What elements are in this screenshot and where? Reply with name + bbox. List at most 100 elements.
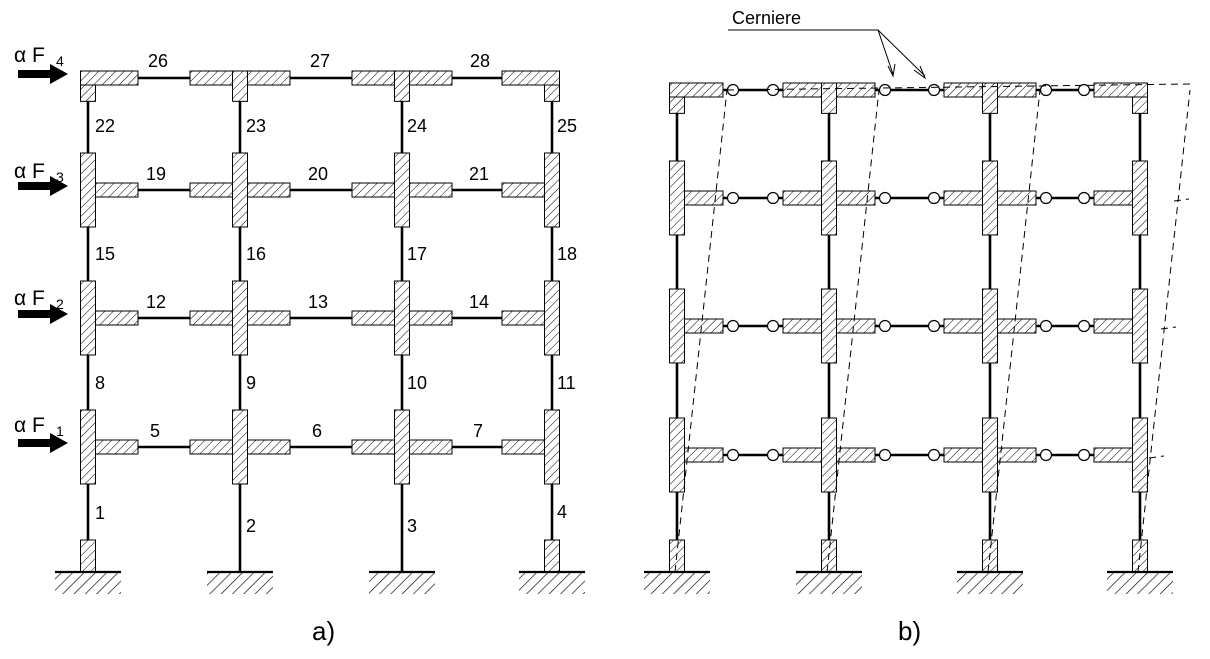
hinge-icon xyxy=(878,191,892,205)
force-4-subscript: 4 xyxy=(56,53,64,69)
plastic-zone xyxy=(1093,82,1148,98)
hinge-icon xyxy=(878,319,892,333)
hinge-icon xyxy=(726,448,740,462)
arrow-shaft xyxy=(18,70,53,78)
plastic-zone xyxy=(394,409,410,485)
arrow-head-icon xyxy=(50,176,68,196)
plastic-zone xyxy=(669,288,685,364)
ground-hatch xyxy=(519,572,585,594)
hinge-icon xyxy=(1039,83,1053,97)
beam-label: 28 xyxy=(470,51,490,71)
plastic-zone xyxy=(821,288,837,364)
beam-label: 19 xyxy=(146,164,166,184)
deformed-column xyxy=(826,89,880,573)
arrow-icon xyxy=(913,65,927,80)
arrow-head-icon xyxy=(50,304,68,324)
base-zone xyxy=(80,539,96,573)
force-2-subscript: 2 xyxy=(56,296,64,312)
ground-hatch xyxy=(957,572,1023,594)
beam-label: 21 xyxy=(469,164,489,184)
force-arrows: α F 4 α F 3 α F 2 α F 1 xyxy=(14,44,68,453)
hinge-icon xyxy=(1077,319,1091,333)
deformed-beam xyxy=(726,83,1191,91)
hinge-icon xyxy=(878,83,892,97)
frame-b xyxy=(644,82,1191,594)
beam-label: 14 xyxy=(469,292,489,312)
column-label: 24 xyxy=(407,116,427,136)
hinge-icon xyxy=(1039,448,1053,462)
plastic-zone xyxy=(232,152,248,228)
hinge-icon xyxy=(1039,319,1053,333)
force-1-subscript: 1 xyxy=(56,423,64,439)
ground-hatch xyxy=(55,572,121,594)
plastic-zone xyxy=(232,409,248,485)
column-label: 4 xyxy=(557,502,567,522)
beam-label: 12 xyxy=(146,292,166,312)
member-labels: 1 2 3 4 8 9 10 11 15 16 17 18 22 23 24 2… xyxy=(95,51,577,536)
plastic-zone xyxy=(821,82,837,114)
frame-a xyxy=(55,70,585,594)
leader-line xyxy=(728,29,894,75)
force-3-symbol: α F xyxy=(14,160,45,183)
deformed-marker xyxy=(1148,455,1165,459)
force-1: α F 1 xyxy=(14,414,64,439)
plastic-zone xyxy=(80,280,96,356)
plastic-zone xyxy=(80,70,139,86)
arrow-head-icon xyxy=(50,64,68,84)
hinge-icon xyxy=(927,191,941,205)
beam-label: 7 xyxy=(473,421,483,441)
column-label: 9 xyxy=(246,373,256,393)
column-label: 3 xyxy=(407,516,417,536)
hinge-icon xyxy=(766,448,780,462)
hinge-callout: Cerniere xyxy=(728,8,927,80)
plastic-zone xyxy=(80,152,96,228)
beam-label: 26 xyxy=(148,51,168,71)
column-label: 15 xyxy=(95,244,115,264)
hinge-icon xyxy=(1039,191,1053,205)
hinge-icon xyxy=(1077,191,1091,205)
column-label: 25 xyxy=(557,116,577,136)
hinge-icon xyxy=(927,83,941,97)
hinge-icon xyxy=(726,319,740,333)
deformed-column xyxy=(987,89,1041,573)
deformed-column xyxy=(674,89,728,573)
beam-label: 13 xyxy=(308,292,328,312)
base-zone xyxy=(544,539,560,573)
force-4: α F 4 xyxy=(14,44,64,69)
plastic-zone xyxy=(80,409,96,485)
beam-label: 5 xyxy=(150,421,160,441)
force-3: α F 3 xyxy=(14,160,64,185)
column-label: 17 xyxy=(407,244,427,264)
plastic-zone xyxy=(821,417,837,493)
arrow-shaft xyxy=(18,310,53,318)
force-2-symbol: α F xyxy=(14,287,45,310)
hinge-icon xyxy=(878,448,892,462)
plastic-zone xyxy=(232,280,248,356)
plastic-zone xyxy=(544,152,560,228)
force-2: α F 2 xyxy=(14,287,64,312)
column-label: 10 xyxy=(407,373,427,393)
hinge-icon xyxy=(1077,448,1091,462)
plastic-zone xyxy=(982,288,998,364)
caption-a: a) xyxy=(312,616,335,646)
hinge-label: Cerniere xyxy=(732,8,801,28)
hinge-icon xyxy=(726,191,740,205)
ground-hatch xyxy=(644,572,710,594)
hinge-icon xyxy=(766,83,780,97)
plastic-zone xyxy=(394,152,410,228)
plastic-zone xyxy=(669,417,685,493)
column-label: 16 xyxy=(246,244,266,264)
beam-label: 20 xyxy=(308,164,328,184)
plastic-zone xyxy=(544,409,560,485)
force-1-symbol: α F xyxy=(14,414,45,437)
ground-hatch xyxy=(1107,572,1173,594)
column-label: 18 xyxy=(557,244,577,264)
deformed-column xyxy=(1137,89,1191,573)
plastic-zone xyxy=(544,280,560,356)
plastic-zone xyxy=(394,280,410,356)
hinge-icon xyxy=(766,191,780,205)
column-label: 23 xyxy=(246,116,266,136)
force-4-symbol: α F xyxy=(14,44,45,67)
